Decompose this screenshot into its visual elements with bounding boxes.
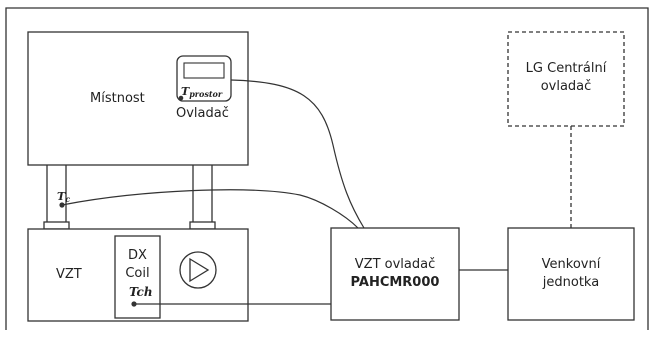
central-controller-label: LG Centrální ovladač [508, 60, 624, 96]
room-sensor-label: Tprostor [181, 85, 223, 100]
outdoor-label-line1: Venkovní [541, 257, 601, 272]
central-controller-box [507, 31, 625, 127]
vzt-controller-box [330, 227, 460, 321]
vzt-controller-model: PAHCMR000 [350, 275, 440, 290]
room-controller-wire [230, 79, 365, 229]
outdoor-unit-label: Venkovní jednotka [508, 256, 634, 292]
coil-label-line2: Coil [125, 266, 150, 281]
vzt-controller-line1: VZT ovladač [354, 257, 436, 272]
dx-coil-label: DX Coil [115, 247, 160, 283]
duct-sensor-label: Tc [57, 190, 71, 205]
coil-label-line1: DX [128, 248, 147, 263]
room-sensor-dot [178, 95, 184, 101]
duct-right [189, 165, 216, 230]
room-label: Místnost [90, 91, 145, 106]
outdoor-label-line2: jednotka [542, 275, 600, 290]
vzt-label: VZT [56, 267, 82, 282]
outdoor-unit-box [507, 227, 635, 321]
duct-sensor-wire [61, 189, 359, 229]
coil-sensor-dot [131, 301, 137, 307]
central-label-line2: ovladač [540, 79, 592, 94]
vzt-controller-label: VZT ovladač PAHCMR000 [331, 256, 459, 292]
room-controller-label: Ovladač [176, 106, 229, 121]
room-controller-icon [176, 55, 232, 102]
fan-icon [179, 251, 217, 289]
duct-sensor-dot [59, 202, 65, 208]
coil-sensor-label: Tch [129, 285, 153, 299]
diagram-frame [5, 7, 649, 330]
central-label-line1: LG Centrální [525, 61, 607, 76]
